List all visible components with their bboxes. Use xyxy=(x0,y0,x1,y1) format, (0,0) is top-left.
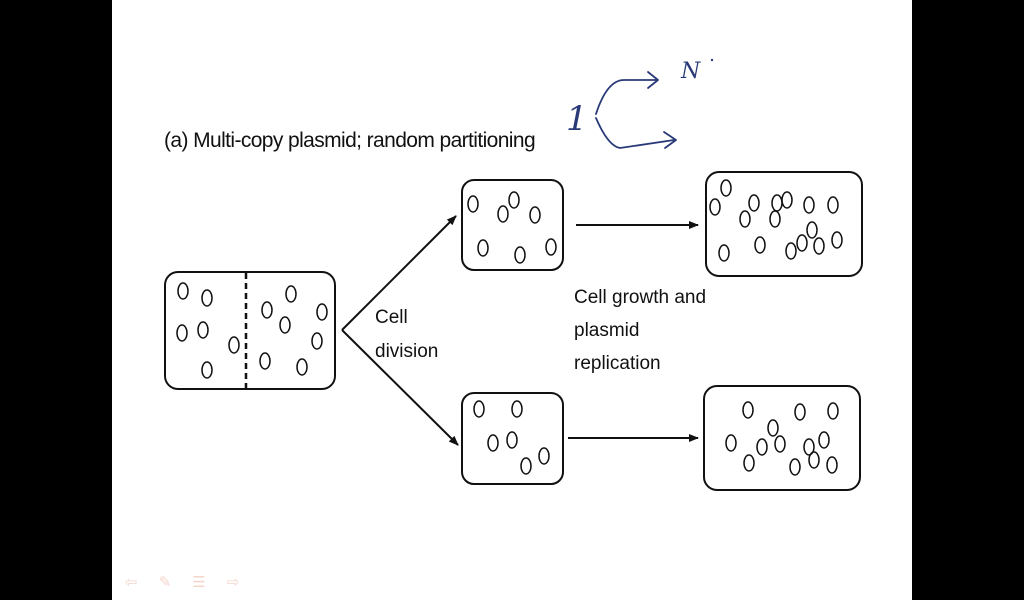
plasmid xyxy=(514,246,526,264)
growth-label-line2: plasmid xyxy=(574,320,639,341)
daughter-cell-bottom xyxy=(461,392,564,485)
cell-division-label-line2: division xyxy=(375,341,438,362)
diagram-title: (a) Multi-copy plasmid; random partition… xyxy=(164,129,535,152)
plasmid xyxy=(826,456,838,474)
plasmid xyxy=(742,401,754,419)
plasmid xyxy=(296,358,308,376)
plasmid xyxy=(796,234,808,252)
plasmid xyxy=(508,191,520,209)
plasmid xyxy=(739,210,751,228)
plasmid xyxy=(754,236,766,254)
plasmid xyxy=(201,289,213,307)
plasmid xyxy=(718,244,730,262)
grown-cell-top-body xyxy=(705,171,863,277)
plasmid xyxy=(177,282,189,300)
grown-cell-bottom-body xyxy=(703,385,861,491)
plasmid xyxy=(771,194,783,212)
plasmid xyxy=(725,434,737,452)
plasmid xyxy=(813,237,825,255)
division-arrow-top xyxy=(341,215,457,331)
slide-canvas: (a) Multi-copy plasmid; random partition… xyxy=(112,0,912,600)
plasmid xyxy=(785,242,797,260)
plasmid xyxy=(279,316,291,334)
menu-icon[interactable]: ☰ xyxy=(192,573,206,591)
plasmid xyxy=(769,210,781,228)
plasmid xyxy=(756,438,768,456)
plasmid xyxy=(767,419,779,437)
parent-cell-body xyxy=(164,271,336,390)
annotation-fork-lower xyxy=(595,117,675,149)
plasmid xyxy=(197,321,209,339)
plasmid xyxy=(473,400,485,418)
plasmid xyxy=(467,195,479,213)
plasmid xyxy=(720,179,732,197)
plasmid xyxy=(827,402,839,420)
plasmid xyxy=(311,332,323,350)
plasmid xyxy=(520,457,532,475)
annotation-number: 1 xyxy=(566,99,588,139)
plasmid xyxy=(506,431,518,449)
plasmid xyxy=(545,238,557,256)
grown-cell-top xyxy=(705,171,863,277)
plasmid-diagram: (a) Multi-copy plasmid; random partition… xyxy=(164,58,863,491)
plasmid xyxy=(477,239,489,257)
plasmid xyxy=(831,231,843,249)
plasmid xyxy=(709,198,721,216)
plasmid xyxy=(743,454,755,472)
plasmid xyxy=(259,352,271,370)
plasmid xyxy=(316,303,328,321)
daughter-cell-bottom-body xyxy=(461,392,564,485)
division-arrow-bottom xyxy=(341,329,459,446)
growth-label-line3: replication xyxy=(574,353,661,374)
plasmid xyxy=(511,400,523,418)
plasmid xyxy=(808,451,820,469)
handwritten-annotation: 1 N xyxy=(566,58,714,149)
plasmid xyxy=(803,196,815,214)
next-icon[interactable]: ⇨ xyxy=(226,573,240,591)
plasmid xyxy=(228,336,240,354)
slide-toolbar: ⇦ ✎ ☰ ⇨ xyxy=(120,574,244,590)
plasmid xyxy=(497,205,509,223)
plasmid xyxy=(827,196,839,214)
plasmid xyxy=(806,221,818,239)
annotation-dot xyxy=(710,58,714,62)
plasmid xyxy=(538,447,550,465)
plasmid xyxy=(803,438,815,456)
plasmid xyxy=(794,403,806,421)
plasmid xyxy=(176,324,188,342)
plasmid xyxy=(774,435,786,453)
plasmid xyxy=(781,191,793,209)
growth-label-line1: Cell growth and xyxy=(574,287,706,308)
plasmid xyxy=(261,301,273,319)
plasmid xyxy=(818,431,830,449)
annotation-arrowhead-upper xyxy=(647,71,659,89)
plasmid xyxy=(789,458,801,476)
cell-division-label-line1: Cell xyxy=(375,307,408,328)
plasmid xyxy=(285,285,297,303)
daughter-cell-top-body xyxy=(461,179,564,271)
plasmid xyxy=(529,206,541,224)
parent-cell xyxy=(164,271,336,390)
annotation-fork-upper xyxy=(595,79,657,115)
daughter-cell-top xyxy=(461,179,564,271)
annotation-letter: N xyxy=(680,59,701,84)
plasmid xyxy=(487,434,499,452)
pen-icon[interactable]: ✎ xyxy=(158,573,172,591)
plasmid xyxy=(748,194,760,212)
plasmid xyxy=(201,361,213,379)
previous-icon[interactable]: ⇦ xyxy=(124,573,138,591)
annotation-arrowhead-lower xyxy=(663,131,677,149)
grown-cell-bottom xyxy=(703,385,861,491)
